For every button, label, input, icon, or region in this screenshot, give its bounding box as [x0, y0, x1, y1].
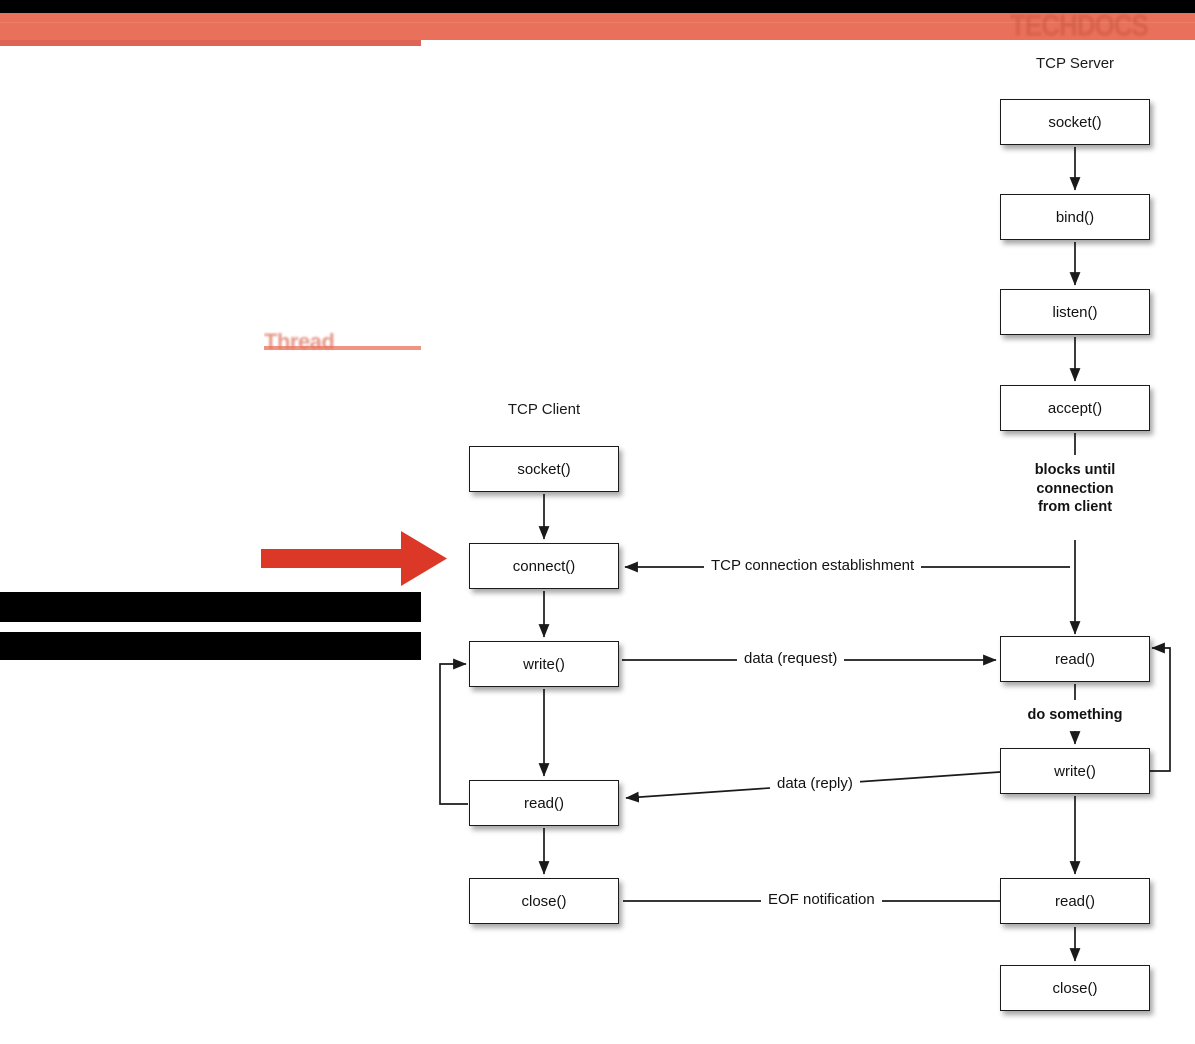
- edge-label-tcp-connection: TCP connection establishment: [704, 557, 922, 574]
- client-node-write[interactable]: write(): [469, 641, 619, 687]
- server-node-write[interactable]: write(): [1000, 748, 1150, 794]
- coral-redacted-text: Thread: [264, 329, 335, 354]
- server-node-accept[interactable]: accept(): [1000, 385, 1150, 431]
- server-node-listen[interactable]: listen(): [1000, 289, 1150, 335]
- server-blocks-note: blocks until connection from client: [1034, 462, 1116, 516]
- client-node-connect[interactable]: connect(): [469, 543, 619, 589]
- client-column-title: TCP Client: [507, 401, 581, 418]
- coral-redacted-label: Thread: [264, 329, 421, 354]
- banner-black-strip: [0, 0, 1195, 13]
- edge-label-eof-notification: EOF notification: [761, 891, 882, 908]
- black-redaction-bar-1: [0, 592, 421, 622]
- client-node-close[interactable]: close(): [469, 878, 619, 924]
- server-node-read-2[interactable]: read(): [1000, 878, 1150, 924]
- server-do-something-note: do something: [1027, 707, 1123, 723]
- banner-title-text: TECHDOCS: [1010, 12, 1149, 38]
- banner-hairline: [0, 22, 1195, 23]
- banner-coral-band: [0, 13, 1195, 40]
- edge-label-data-request: data (request): [737, 650, 845, 667]
- edge-label-data-reply: data (reply): [770, 775, 860, 792]
- banner-coral-step: [0, 40, 421, 46]
- client-node-read[interactable]: read(): [469, 780, 619, 826]
- red-pointer-arrow: [261, 531, 447, 586]
- black-redaction-bar-2: [0, 632, 421, 660]
- server-node-close[interactable]: close(): [1000, 965, 1150, 1011]
- client-node-socket[interactable]: socket(): [469, 446, 619, 492]
- server-node-read[interactable]: read(): [1000, 636, 1150, 682]
- server-node-socket[interactable]: socket(): [1000, 99, 1150, 145]
- server-node-bind[interactable]: bind(): [1000, 194, 1150, 240]
- banner-title-obscured: TECHDOCS: [1010, 12, 1162, 38]
- server-column-title: TCP Server: [1035, 55, 1115, 72]
